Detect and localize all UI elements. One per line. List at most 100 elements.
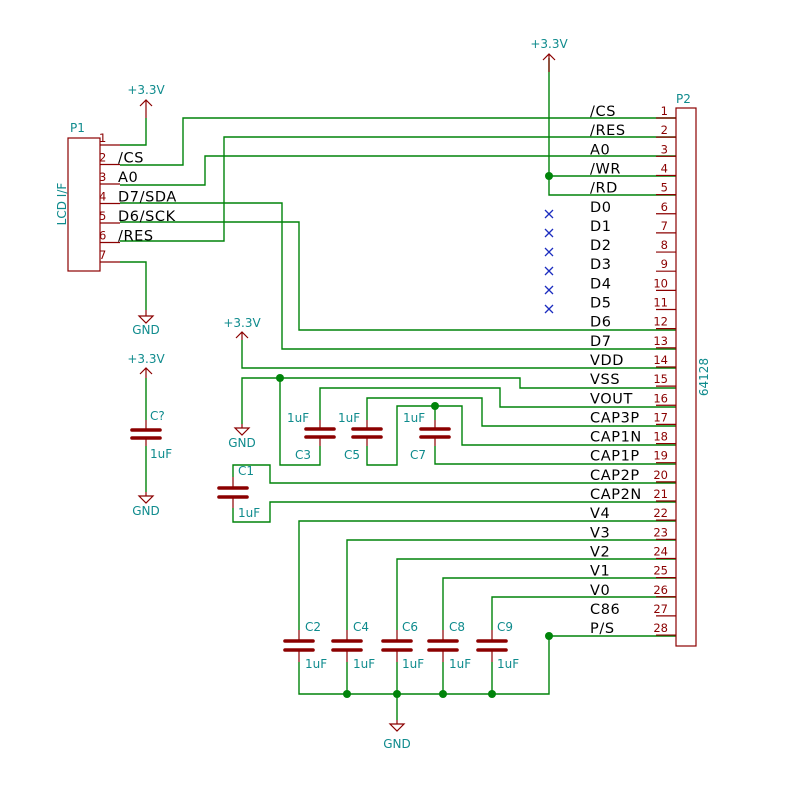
wire-v0: [491, 596, 676, 630]
wire-rd-vcc: [548, 58, 676, 196]
power-arrow-icon: [139, 367, 153, 378]
p2-pin-number: 2: [661, 123, 668, 137]
p1-pin-name: D6/SCK: [118, 209, 176, 225]
cap-ref: C9: [497, 620, 513, 634]
p2-pin-number: 26: [653, 583, 668, 597]
wire-v2: [396, 558, 676, 630]
p1-pin-name: D7/SDA: [118, 190, 177, 206]
p2-pin-name: CAP1P: [590, 449, 640, 465]
connector-p2-body: [675, 107, 697, 647]
junction-dot: [545, 632, 553, 640]
junction-dot: [393, 690, 401, 698]
p2-pin-name: V0: [590, 583, 610, 599]
junction-dot: [545, 172, 553, 180]
power-arrow-icon: [235, 331, 249, 340]
p1-pin-number: 1: [99, 131, 106, 145]
power-arrow-icon: [139, 99, 153, 118]
p2-pin-number: 8: [661, 238, 668, 252]
p1-reference: P1: [70, 121, 85, 135]
capacitor-plates-icon: [217, 486, 249, 499]
p2-pin-name: /CS: [590, 104, 616, 120]
p2-pin-name: D6: [590, 315, 612, 331]
cap-value: 1uF: [305, 657, 327, 671]
wire-vout: [319, 387, 676, 420]
capacitor-plates-icon: [283, 639, 315, 652]
p2-pin-name: D3: [590, 257, 612, 273]
wire-cap1n: [435, 405, 676, 446]
p2-pin-number: 9: [661, 257, 668, 271]
no-connect-d4: [544, 285, 554, 295]
wire-d6: [120, 221, 676, 331]
p2-pin-name: A0: [590, 142, 610, 158]
p2-pin-name: D0: [590, 200, 612, 216]
capacitor-plates-icon: [351, 427, 383, 439]
wire-a0: [120, 155, 676, 186]
capacitor-c-unannotated: C? 1uF: [130, 409, 172, 461]
capacitor-c5: 1uF C5: [338, 411, 383, 462]
p1-pin-number: 3: [99, 170, 106, 184]
p1-pin-number: 7: [99, 248, 106, 262]
p1-pin-name: /CS: [118, 151, 144, 167]
no-connect-d3: [544, 266, 554, 276]
cap-value: 1uF: [338, 411, 360, 425]
p2-pin-number: 4: [661, 161, 668, 175]
p1-pin-number: 6: [99, 229, 106, 243]
p2-pin-number: 5: [661, 181, 668, 195]
wire-d7: [120, 202, 676, 350]
p2-pin-number: 11: [653, 296, 668, 310]
p2-pin-name: V1: [590, 564, 610, 580]
p2-pin-number: 1: [661, 104, 668, 118]
p2-pin-name: /RD: [590, 181, 618, 197]
cap-ref: C6: [402, 620, 418, 634]
connector-p2-pins: 1/CS2/RES3A04/WR5/RD6D07D18D29D310D411D5…: [590, 104, 676, 637]
p2-pin-number: 28: [653, 621, 668, 635]
wire-cap2n: [232, 501, 676, 523]
p1-pin-name: A0: [118, 170, 138, 186]
cap-value: 1uF: [403, 411, 425, 425]
no-connect-markers: [544, 209, 554, 314]
cap-value: 1uF: [150, 447, 172, 461]
power-arrow-icon: [542, 53, 556, 72]
ground-icon: [137, 492, 155, 504]
p2-pin-name: /WR: [590, 161, 621, 177]
capacitor-c2: C2 1uF: [283, 620, 327, 671]
p2-pin-name: D4: [590, 276, 612, 292]
capacitor-plates-icon: [130, 428, 162, 440]
p2-pin-name: CAP2N: [590, 487, 642, 503]
gnd-symbol-p1: GND: [132, 310, 160, 337]
p2-pin-name: CAP1N: [590, 430, 642, 446]
junction-dot: [276, 374, 284, 382]
wire-vdd: [241, 340, 676, 369]
vcc-label: +3.3V: [127, 352, 165, 366]
cap-ref: C8: [449, 620, 465, 634]
wire-c3-bottom: [279, 378, 321, 466]
p2-pin-name: C86: [590, 602, 620, 618]
cap-value: 1uF: [353, 657, 375, 671]
cap-ref: C4: [353, 620, 369, 634]
cap-value: 1uF: [497, 657, 519, 671]
capacitor-c6: C6 1uF: [381, 620, 424, 671]
p2-reference: P2: [676, 92, 691, 106]
vcc-symbol-p2: +3.3V: [530, 37, 568, 72]
p2-pin-number: 10: [653, 276, 668, 290]
p1-pin-name: /RES: [118, 229, 154, 245]
wire-v4: [298, 520, 676, 630]
no-connect-d5: [544, 304, 554, 314]
p1-pin-number: 4: [99, 190, 106, 204]
gnd-label: GND: [228, 436, 256, 450]
p2-pin-name: D1: [590, 219, 612, 235]
p2-pin-name: P/S: [590, 621, 615, 637]
p2-pin-number: 7: [661, 219, 668, 233]
cap-value: 1uF: [449, 657, 471, 671]
p2-pin-number: 17: [653, 410, 668, 424]
junction-dot: [343, 690, 351, 698]
capacitor-c4: C4 1uF: [331, 620, 375, 671]
p2-pin-name: VDD: [590, 353, 624, 369]
capacitor-plates-icon: [304, 427, 336, 439]
p2-pin-number: 22: [653, 506, 668, 520]
wire-res: [120, 136, 676, 242]
p2-value: 64128: [697, 358, 711, 396]
wire-vss: [241, 377, 676, 424]
